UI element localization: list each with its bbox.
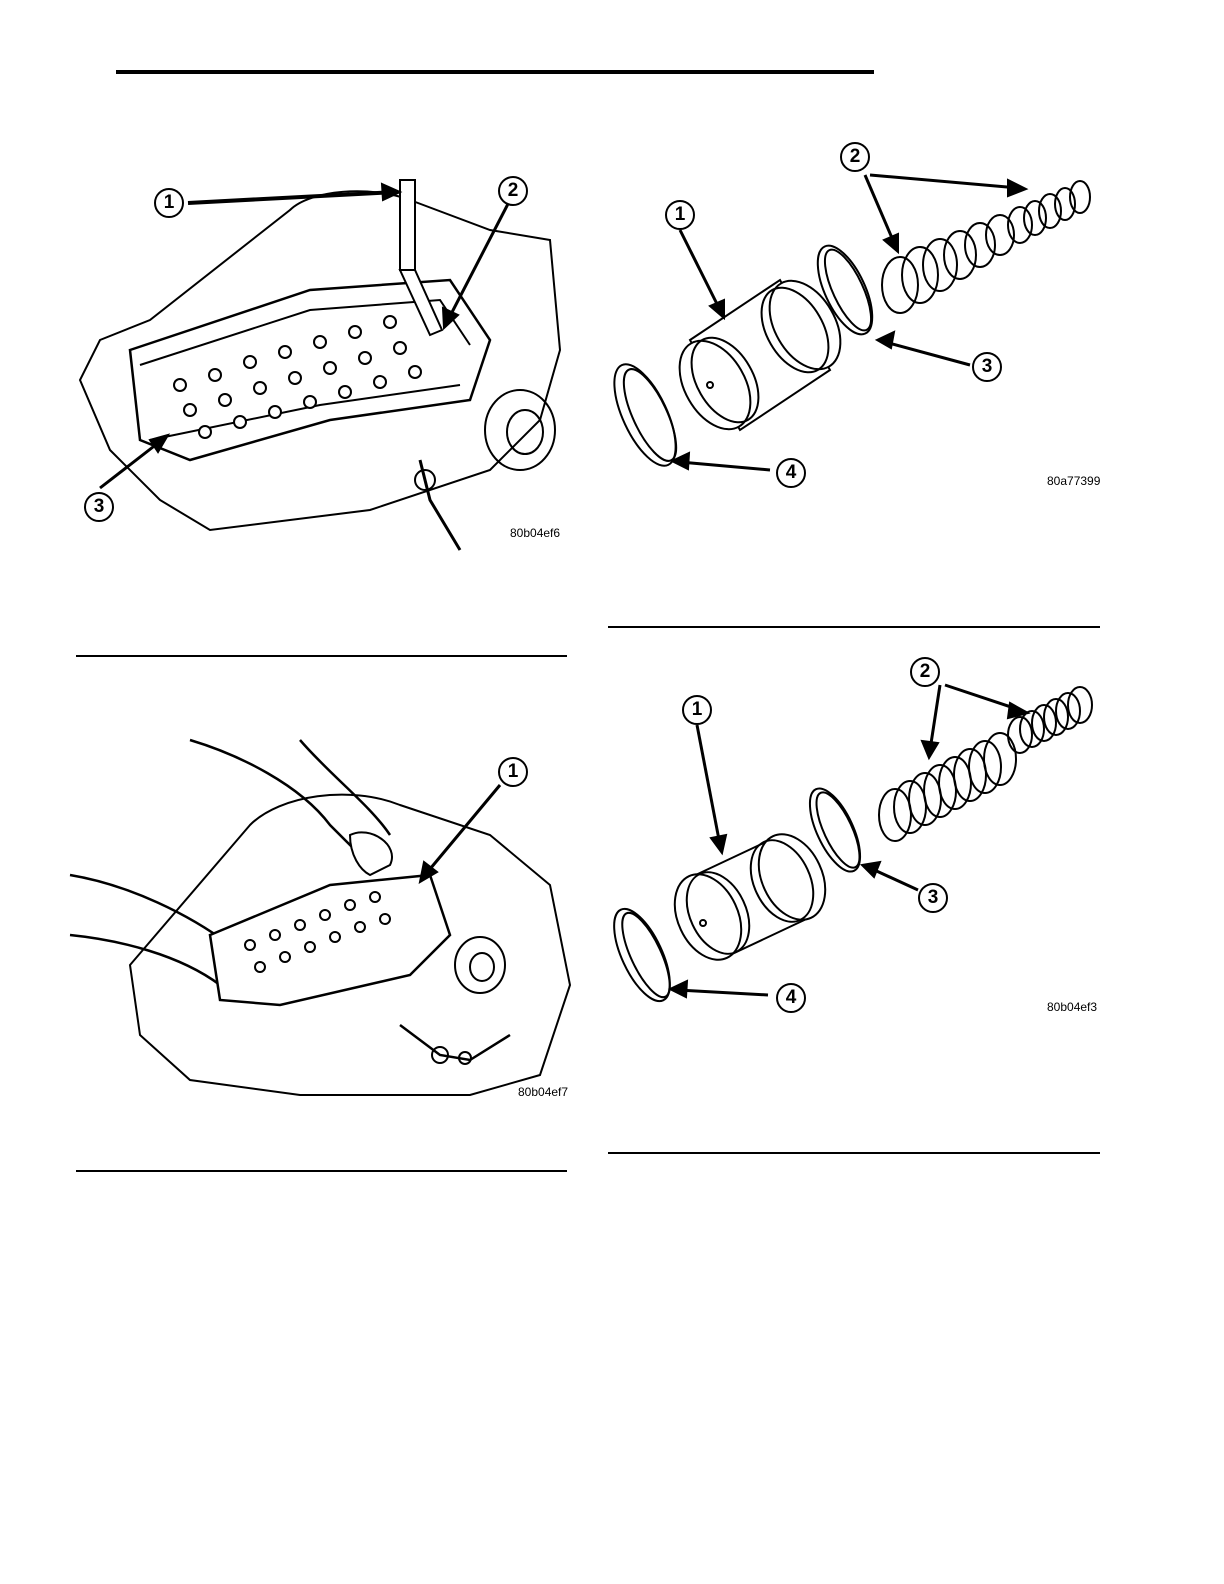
figure-valve-body-install: 1 80b04ef7	[70, 735, 580, 1110]
accumulator-exploded-a-illustration	[600, 140, 1110, 500]
callout-3: 3	[972, 352, 1002, 382]
callout-3: 3	[84, 492, 114, 522]
callout-1: 1	[682, 695, 712, 725]
callout-1: 1	[665, 200, 695, 230]
header-rule	[116, 70, 874, 74]
accumulator-exploded-b-illustration	[600, 655, 1110, 1020]
figure-divider	[76, 655, 567, 657]
callout-2: 2	[840, 142, 870, 172]
figure-code: 80b04ef6	[510, 526, 560, 540]
figure-accumulator-exploded-a: 1 2 3 4 80a77399	[600, 140, 1110, 500]
figure-accumulator-exploded-b: 1 2 3 4 80b04ef3	[600, 655, 1110, 1020]
figure-divider	[608, 626, 1100, 628]
valve-body-install-illustration	[70, 735, 580, 1110]
callout-1: 1	[498, 757, 528, 787]
callout-2: 2	[498, 176, 528, 206]
valve-body-tool-illustration	[70, 170, 580, 550]
figure-valve-body-tool: 1 2 3 80b04ef6	[70, 170, 580, 550]
callout-1: 1	[154, 188, 184, 218]
callout-4: 4	[776, 458, 806, 488]
callout-2: 2	[910, 657, 940, 687]
callout-3: 3	[918, 883, 948, 913]
figure-divider	[76, 1170, 567, 1172]
callout-4: 4	[776, 983, 806, 1013]
figure-code: 80a77399	[1047, 474, 1100, 488]
figure-code: 80b04ef3	[1047, 1000, 1097, 1014]
figure-code: 80b04ef7	[518, 1085, 568, 1099]
figure-divider	[608, 1152, 1100, 1154]
